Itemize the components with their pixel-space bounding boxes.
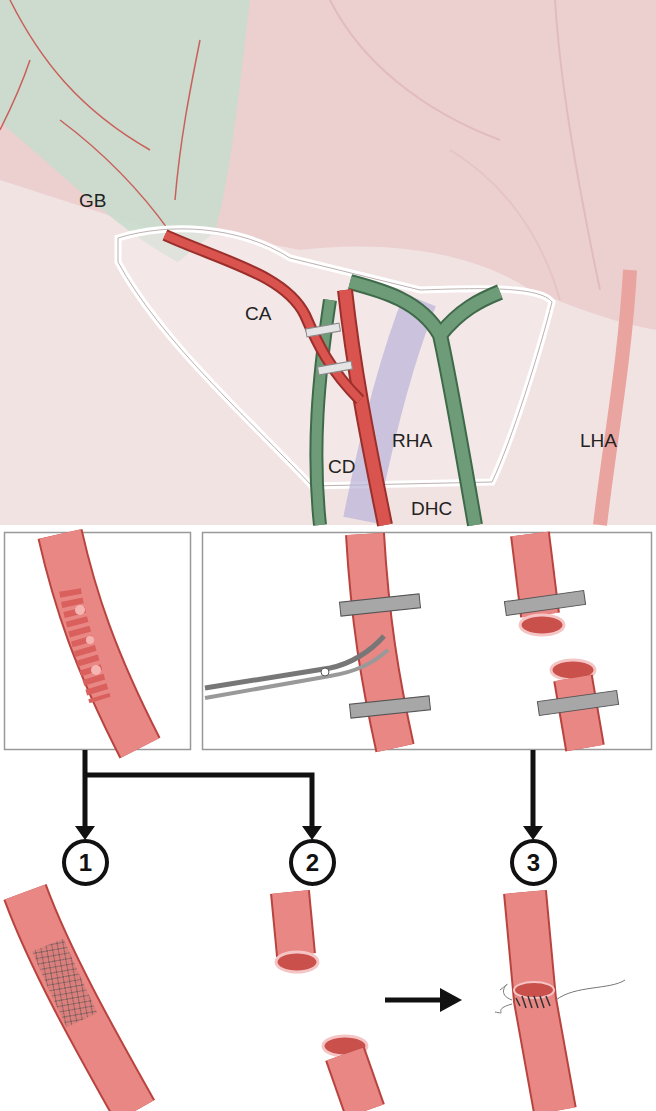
anatomy-label: CD <box>328 457 355 476</box>
callout-number: 2 <box>306 849 319 877</box>
anatomy-label: GB <box>79 191 106 210</box>
anatomy-label: LHA <box>580 431 617 450</box>
callout-circle: 3 <box>509 838 558 887</box>
anatomy-label: DHC <box>411 499 452 518</box>
anatomy-label: CA <box>245 304 271 323</box>
callout-number: 3 <box>527 849 540 877</box>
callout-circle: 1 <box>61 838 110 887</box>
callout-circle: 2 <box>288 838 337 887</box>
anatomy-label: RHA <box>392 431 432 450</box>
callout-number: 1 <box>79 849 92 877</box>
